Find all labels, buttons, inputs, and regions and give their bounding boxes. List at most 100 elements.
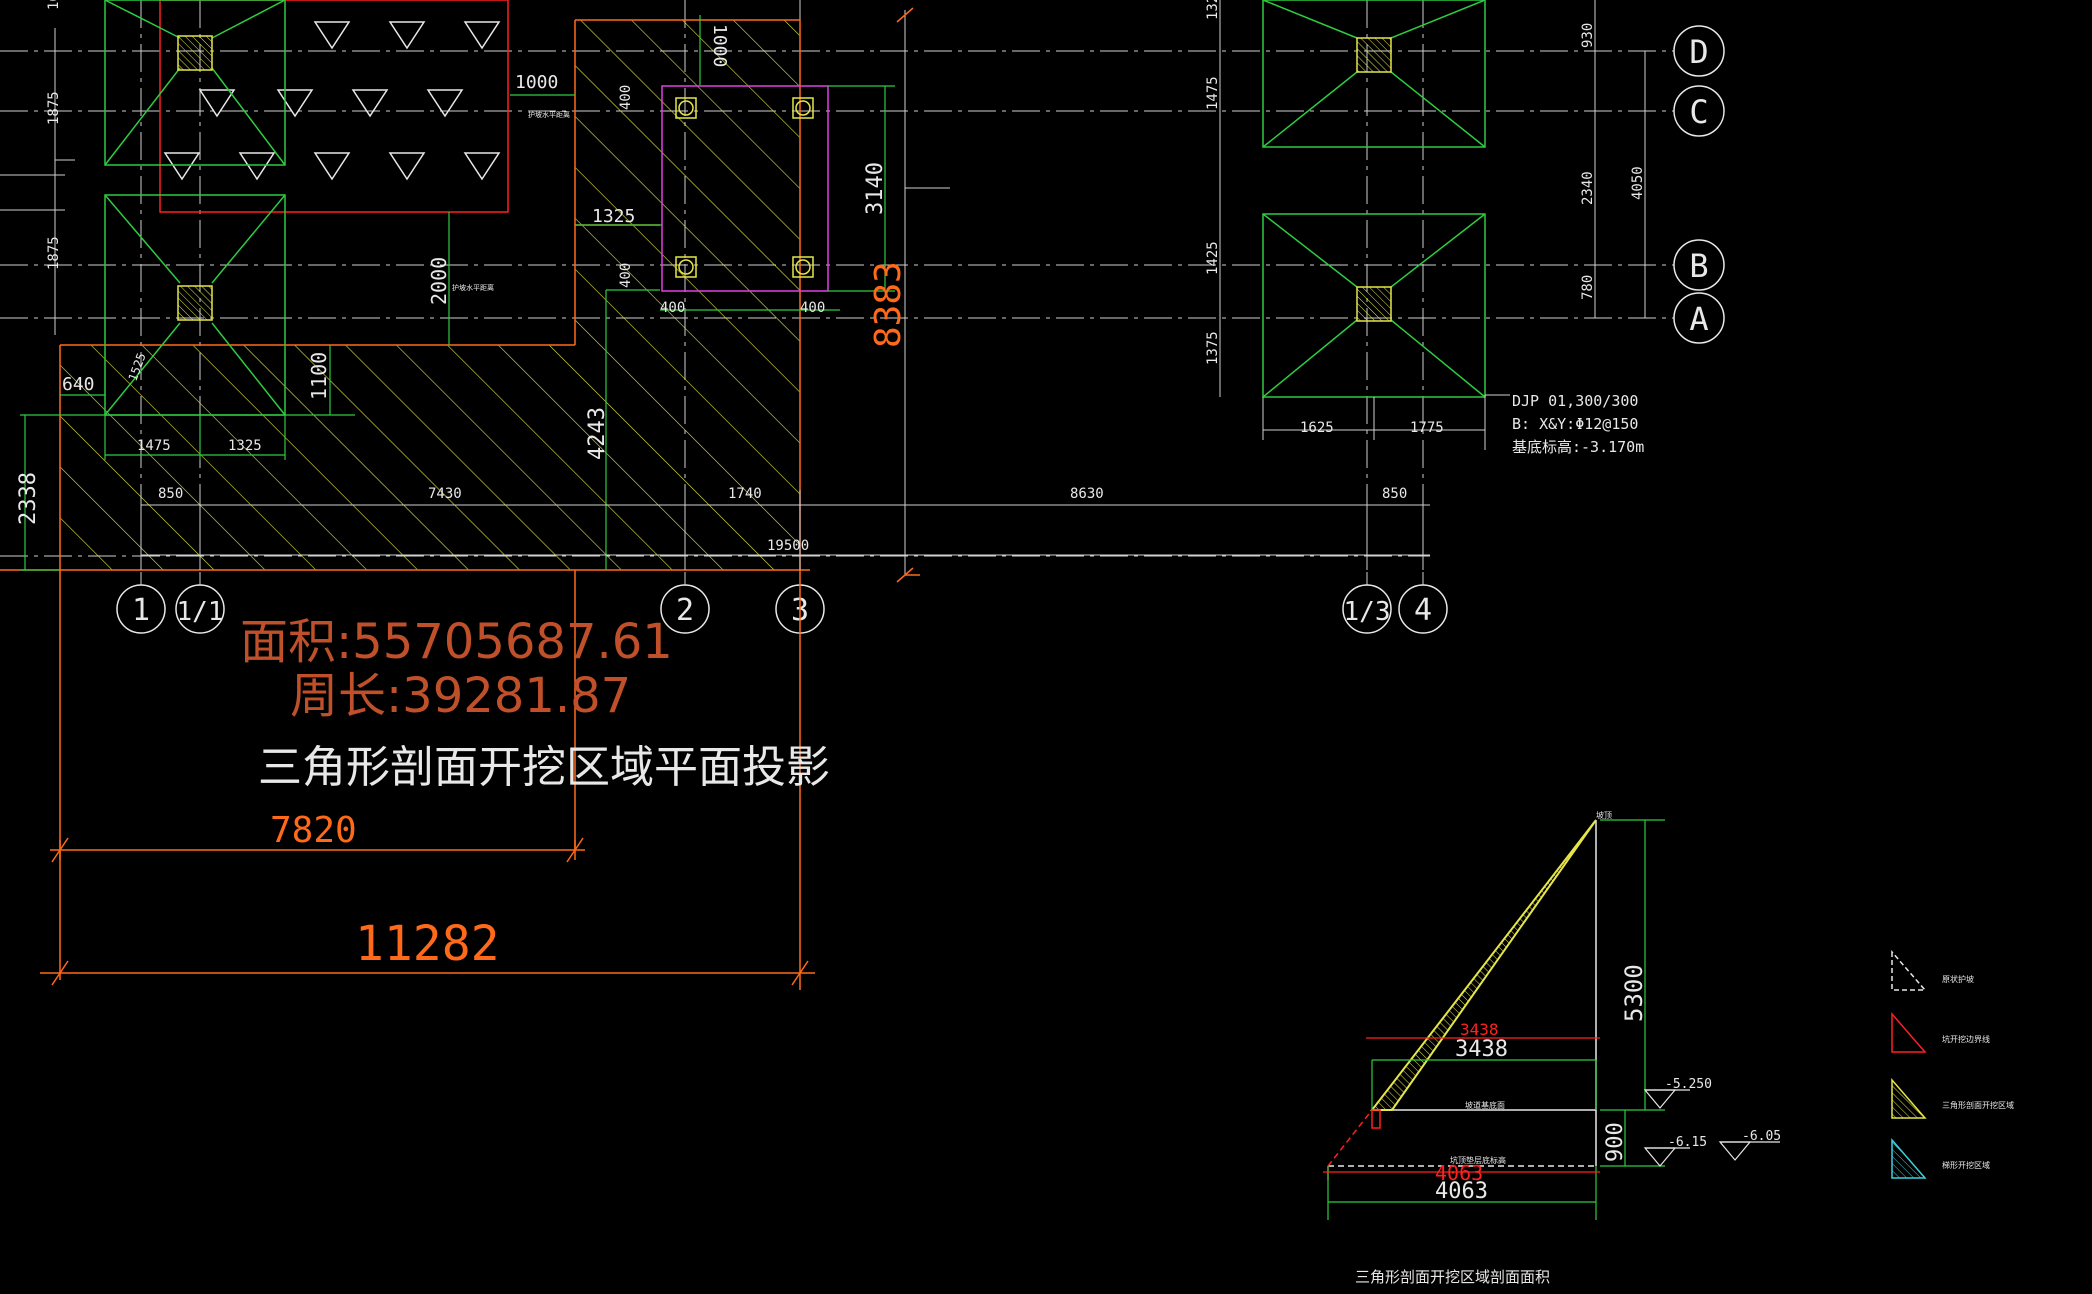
left-plan: 16 1875 1875 1000 1000 1325 400 400 400 … (0, 0, 1430, 990)
dim-text-1100: 1100 (307, 352, 331, 400)
legend-item-1: 原状护坡 (1891, 949, 1974, 991)
svg-text:B: B (1689, 247, 1708, 285)
footing-note-2: B: X&Y:Φ12@150 (1512, 415, 1638, 433)
dim-text-1740: 1740 (728, 486, 762, 502)
footing-note-1: DJP 01,300/300 (1512, 392, 1638, 410)
pile-cap-piles (675, 97, 814, 278)
dim-text-1875-a: 1875 (46, 91, 62, 125)
dim-text-11282: 11282 (355, 916, 500, 972)
footing-right-top (1262, 0, 1486, 148)
axis-bubble-2: 2 (660, 584, 710, 634)
dim-text-1325-b: 1325 (228, 438, 262, 454)
columns-right (1356, 37, 1392, 322)
svg-text:三角形剖面开挖区域: 三角形剖面开挖区域 (1942, 1100, 2014, 1110)
columns-left (177, 35, 213, 321)
svg-text:4: 4 (1414, 593, 1432, 628)
dim-text-850-a: 850 (158, 486, 183, 502)
hatched-excavation-region (60, 20, 800, 570)
dim-text-400-a: 400 (618, 85, 634, 110)
dim-text-19500: 19500 (767, 538, 809, 554)
dim-text-1775: 1775 (1410, 420, 1444, 436)
dim-text-1475: 1475 (137, 438, 171, 454)
dim-text-4063-red: 4063 (1435, 1161, 1483, 1185)
dim-text-2000: 2000 (427, 257, 451, 305)
right-plan: 1325 1475 1425 1375 930 2340 780 4050 16… (1205, 0, 1646, 456)
dim-text-1000-v: 1000 (709, 24, 730, 67)
area-label: 面积:55705687.61 (240, 614, 673, 670)
dim-text-4050: 4050 (1630, 166, 1646, 200)
dim-text-3438-red: 3438 (1460, 1020, 1499, 1039)
svg-text:1/3: 1/3 (1344, 597, 1391, 627)
svg-text:A: A (1689, 300, 1708, 338)
legend: 原状护坡 坑开挖边界线 三角形剖面开挖区域 梯形开挖区域 (1891, 949, 2014, 1179)
svg-text:1: 1 (132, 593, 150, 628)
dim-text-1425-r: 1425 (1205, 241, 1221, 275)
plan-title: 三角形剖面开挖区域平面投影 (258, 742, 830, 793)
small-note-2: 护坡水平距离 (452, 283, 494, 292)
level-text-615: -6.15 (1668, 1135, 1707, 1150)
dim-text-850-b: 850 (1382, 486, 1407, 502)
dim-text-8383: 8383 (868, 261, 909, 348)
footing-left-top (104, 0, 286, 166)
dim-text-16: 16 (46, 0, 62, 10)
section-title: 三角形剖面开挖区域剖面面积 (1355, 1268, 1550, 1286)
dim-chain (0, 10, 1430, 575)
axis-bubble-d: D (1673, 25, 1725, 77)
pile-triangles (163, 21, 501, 181)
small-note-1: 护坡水平距离 (528, 110, 570, 119)
axis-bubble-1-3: 1/3 (1342, 584, 1392, 634)
red-outline-zone (159, 0, 509, 213)
svg-text:梯形开挖区域: 梯形开挖区域 (1942, 1160, 1990, 1170)
footing-note-3: 基底标高:-3.170m (1512, 438, 1644, 456)
dim-text-7430: 7430 (428, 486, 462, 502)
right-dim-lines (1219, 0, 1646, 450)
section-top-label: 坡顶 (1596, 810, 1612, 820)
legend-item-4: 梯形开挖区域 (1891, 1137, 1990, 1179)
dim-text-900: 900 (1603, 1122, 1628, 1162)
svg-text:坑开挖边界线: 坑开挖边界线 (1942, 1034, 1990, 1044)
level-text-605: -6.05 (1742, 1129, 1781, 1144)
dim-text-1325-r: 1325 (1205, 0, 1221, 20)
dim-text-2338: 2338 (16, 472, 41, 525)
dim-text-1875-b: 1875 (46, 236, 62, 270)
perimeter-label: 周长:39281.87 (290, 668, 631, 724)
dim-text-640: 640 (62, 374, 95, 395)
svg-text:原状护坡: 原状护坡 (1942, 974, 1974, 984)
axis-bubble-1: 1 (116, 584, 166, 634)
axis-bubble-1-1: 1/1 (175, 584, 225, 634)
axis-bubble-b: B (1673, 239, 1725, 291)
dim-text-4243: 4243 (585, 407, 610, 460)
section-inner-label-2: 坑顶垫层底标高 (1450, 1155, 1506, 1165)
svg-text:2: 2 (676, 593, 694, 628)
dim-text-2340: 2340 (1580, 171, 1596, 205)
section-drawing: 坡顶 5300 3438 3438 -5.250 -6.15 -6.05 900… (1323, 810, 1781, 1286)
dim-text-4063: 4063 (1435, 1179, 1488, 1204)
yellow-triangle-region (1369, 819, 1597, 1111)
dim-text-930: 930 (1580, 23, 1596, 48)
legend-item-2: 坑开挖边界线 (1891, 1011, 1990, 1053)
section-inner-label-1: 坡道基底面 (1465, 1100, 1505, 1110)
dim-text-400-b: 400 (618, 263, 634, 288)
dim-text-3438: 3438 (1455, 1037, 1508, 1062)
svg-text:C: C (1689, 93, 1708, 131)
dim-text-5300: 5300 (1620, 964, 1648, 1022)
excavation-outline (0, 19, 810, 990)
dim-text-400-d: 400 (800, 300, 825, 316)
green-dim-lines (20, 15, 895, 571)
legend-item-3: 三角形剖面开挖区域 (1891, 1077, 2014, 1119)
svg-text:D: D (1689, 33, 1708, 71)
dim-text-1325: 1325 (592, 206, 635, 227)
dim-text-1625: 1625 (1300, 420, 1334, 436)
axis-bubble-4: 4 (1398, 584, 1448, 634)
level-text-5250: -5.250 (1665, 1077, 1712, 1092)
dim-text-1475-r: 1475 (1205, 76, 1221, 110)
dim-text-780: 780 (1580, 275, 1596, 300)
axis-bubble-a: A (1673, 292, 1725, 344)
dim-text-3140: 3140 (863, 162, 888, 215)
dim-text-1000-h: 1000 (515, 72, 558, 93)
dim-text-400-c: 400 (660, 300, 685, 316)
orange-dim-lines (40, 7, 920, 986)
dim-text-1375-r: 1375 (1205, 331, 1221, 365)
dim-text-7820: 7820 (270, 810, 357, 851)
